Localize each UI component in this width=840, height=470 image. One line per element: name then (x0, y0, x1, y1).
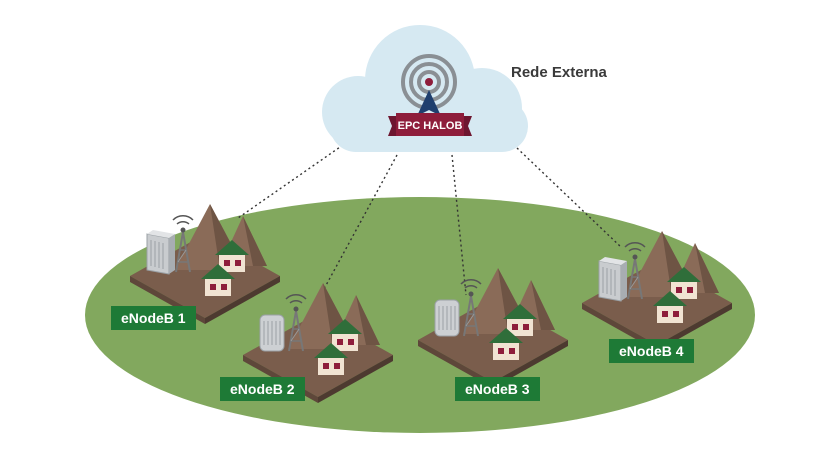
epc-banner: EPC HALOB (388, 113, 472, 136)
enodeb-2-label: eNodeB 2 (220, 377, 305, 401)
base-station-cabinet-icon (598, 256, 628, 302)
external-network-cloud (322, 25, 528, 152)
backhaul-links (237, 144, 623, 301)
enodeb-3-label: eNodeB 3 (455, 377, 540, 401)
link-enodeb-1 (237, 144, 344, 219)
base-station-cabinet-icon (146, 229, 176, 275)
base-station-outdoor-unit-icon (434, 299, 460, 337)
epc-label: EPC HALOB (398, 120, 463, 132)
external-network-label: Rede Externa (511, 64, 607, 81)
antenna-signal-icon (401, 54, 457, 116)
base-station-outdoor-unit-icon (259, 314, 285, 352)
enodeb-4-label: eNodeB 4 (609, 339, 694, 363)
link-enodeb-4 (516, 147, 623, 249)
enodeb-1-label: eNodeB 1 (111, 306, 196, 330)
link-enodeb-3 (451, 154, 467, 296)
